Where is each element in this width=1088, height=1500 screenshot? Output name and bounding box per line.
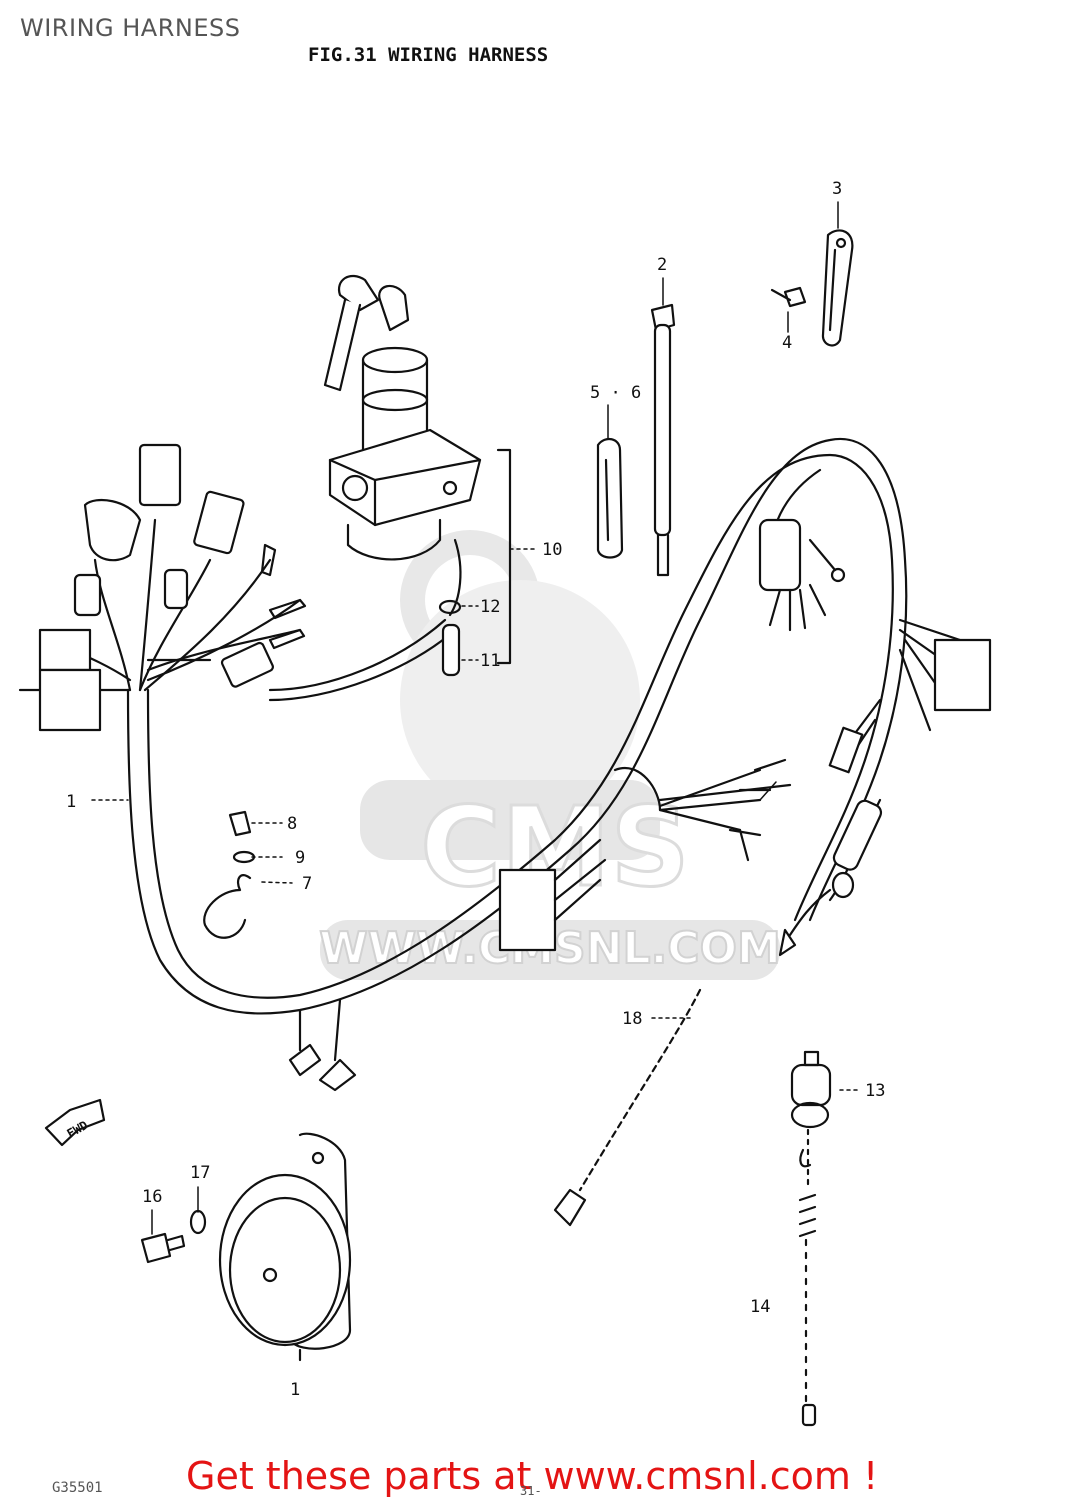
callout-1-horn: 1 [290, 1380, 300, 1400]
callout-8: 8 [287, 814, 297, 834]
figure-title: FIG.31 WIRING HARNESS [308, 44, 548, 66]
callout-3: 3 [832, 179, 842, 199]
callout-4: 4 [782, 333, 792, 353]
ignition-switch [323, 274, 512, 677]
harness-hook [203, 810, 256, 939]
wire-band-3 [821, 229, 854, 347]
screw-4 [770, 286, 807, 308]
switch-assembly-13-14 [790, 1050, 832, 1427]
callout-16: 16 [142, 1187, 162, 1207]
fwd-arrow-icon [44, 1098, 106, 1147]
callout-7: 7 [302, 874, 312, 894]
drawing-code: G35501 [52, 1480, 103, 1496]
callout-5-6: 5 · 6 [590, 383, 641, 403]
callout-13: 13 [865, 1081, 885, 1101]
callout-14: 14 [750, 1297, 770, 1317]
wire-band-5-6 [596, 437, 624, 559]
page-number: 31- [520, 1484, 542, 1498]
callout-9: 9 [295, 848, 305, 868]
callout-leaders [91, 201, 861, 1235]
callout-12: 12 [480, 597, 500, 617]
callout-10: 10 [542, 540, 562, 560]
callout-18: 18 [622, 1009, 642, 1029]
main-wiring-harness [126, 437, 992, 1092]
wire-clamp-2 [650, 303, 676, 577]
horn [140, 1132, 352, 1362]
callout-11: 11 [480, 651, 500, 671]
lead-wire-18 [553, 988, 702, 1227]
get-parts-link[interactable]: Get these parts at www.cmsnl.com ! [186, 1454, 879, 1498]
callout-1: 1 [66, 792, 76, 812]
callout-17: 17 [190, 1163, 210, 1183]
left-connector-bundle [18, 443, 457, 732]
page-title: WIRING HARNESS [20, 14, 241, 42]
callout-2: 2 [657, 255, 667, 275]
